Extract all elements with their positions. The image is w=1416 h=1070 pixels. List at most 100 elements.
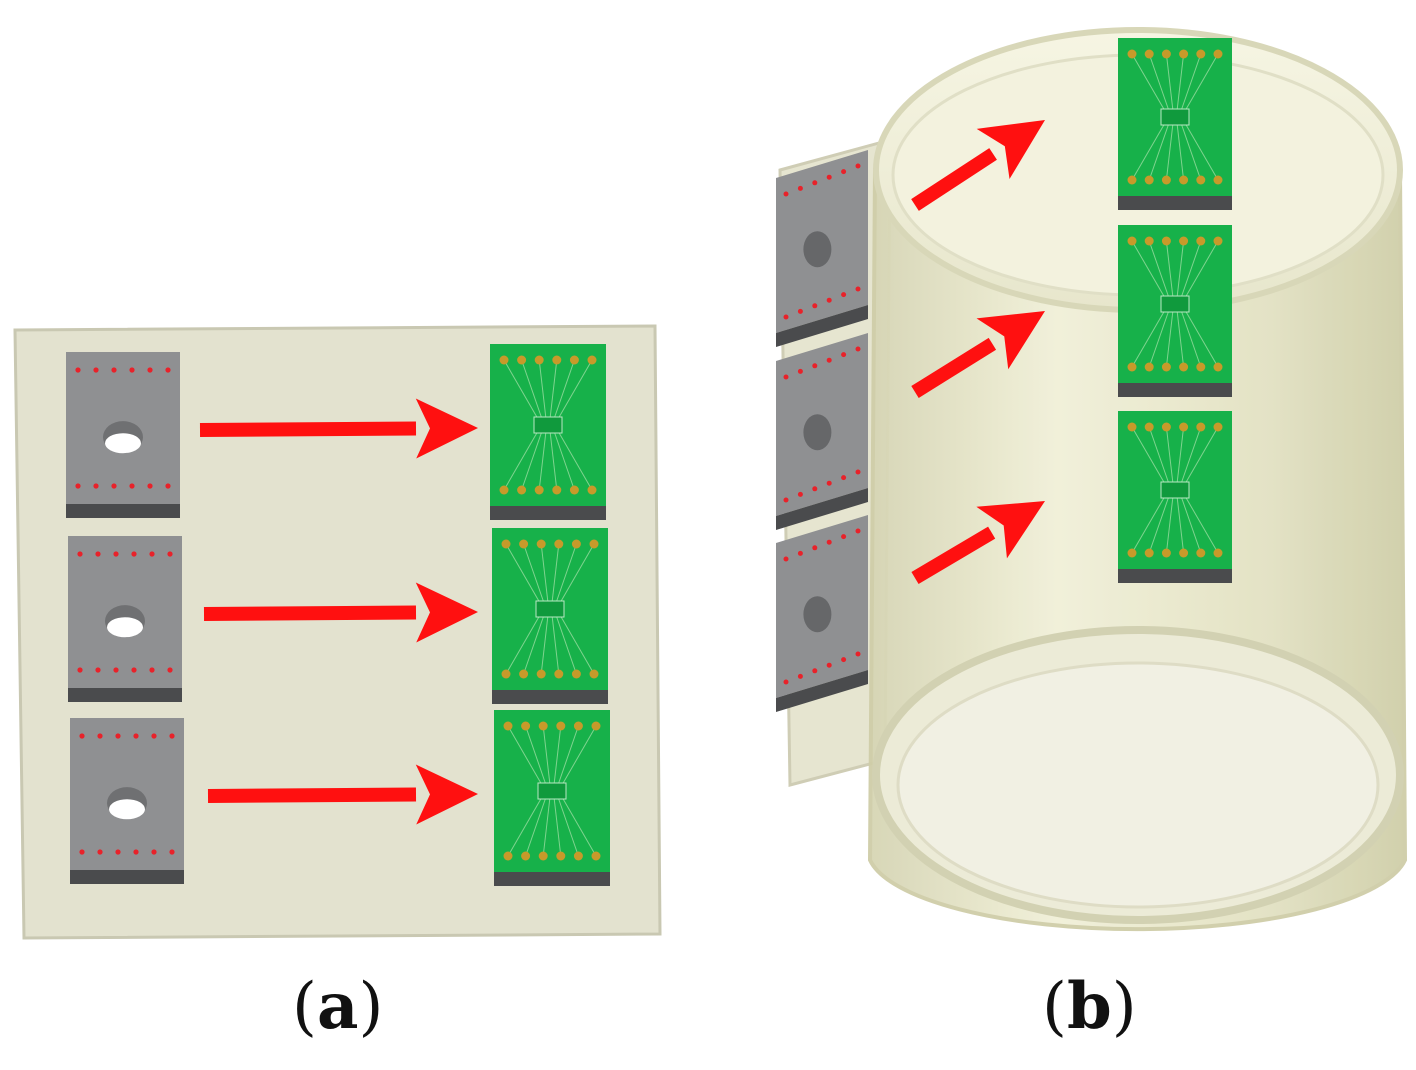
solder-pad	[569, 485, 579, 495]
electrode-dot	[826, 174, 832, 180]
board-trace	[553, 796, 562, 857]
circuit-board-cyl-2	[1118, 225, 1232, 397]
arrow-shaft	[911, 148, 997, 211]
solder-pad	[589, 669, 599, 679]
board-trace	[1165, 240, 1174, 299]
solder-pad	[1213, 49, 1223, 59]
cylinder-bottom-inner	[896, 661, 1380, 909]
solder-pad	[519, 669, 529, 679]
block-base	[776, 670, 868, 712]
board-trace	[505, 543, 541, 604]
board-trace	[1180, 309, 1202, 368]
circuit-board-cyl-3	[1118, 411, 1232, 583]
solder-pad	[503, 851, 513, 861]
board-trace	[557, 359, 593, 420]
solder-pad	[536, 539, 546, 549]
board-trace	[1184, 426, 1219, 485]
electrode-dot	[133, 733, 139, 739]
block-hole-floor	[105, 433, 141, 454]
board-chip	[1160, 295, 1190, 313]
block-group-flat	[66, 352, 184, 884]
transfer-arrow-2	[203, 582, 478, 643]
board-trace	[1131, 122, 1166, 181]
board-trace	[1148, 53, 1170, 112]
solder-pad	[1127, 422, 1137, 432]
solder-pad	[569, 355, 579, 365]
board-chip	[535, 600, 565, 618]
block-group-cylinder	[776, 150, 868, 712]
board-trace	[549, 430, 558, 491]
solder-pad	[501, 669, 511, 679]
block-base	[776, 488, 868, 530]
board-trace	[523, 543, 545, 604]
electrode-dot	[165, 367, 171, 373]
circuit-board-cyl-1	[1118, 38, 1232, 210]
board-trace	[559, 543, 595, 604]
solder-pad	[1179, 236, 1189, 246]
solder-pad	[1179, 49, 1189, 59]
solder-pad	[587, 355, 597, 365]
block-hole-floor	[109, 799, 145, 820]
solder-pad	[552, 355, 562, 365]
electrode-dot	[77, 551, 83, 557]
solder-pad	[1144, 548, 1154, 558]
board-trace	[553, 430, 575, 491]
electrode-dot	[841, 534, 847, 540]
electrode-dot	[149, 551, 155, 557]
caption-b: (b)	[1042, 969, 1137, 1044]
circuit-board-2	[492, 528, 608, 704]
electrode-dot	[783, 556, 789, 562]
board-trace	[551, 614, 560, 675]
electrode-dot	[855, 528, 861, 534]
board-chip	[533, 416, 563, 434]
board-trace	[1131, 240, 1166, 299]
electrode-dot	[783, 374, 789, 380]
board-trace	[1176, 426, 1185, 485]
block-hole	[803, 596, 832, 633]
electrode-dot	[855, 651, 861, 657]
electrode-dot	[797, 673, 803, 679]
electrode-dot	[75, 483, 81, 489]
electrode-dot	[841, 169, 847, 175]
solder-pad	[1179, 175, 1189, 185]
board-trace	[542, 725, 551, 786]
electrode-dot	[797, 185, 803, 191]
electrode-dot	[855, 163, 861, 169]
board-group-cylinder	[1118, 38, 1232, 583]
board-trace	[1176, 495, 1185, 554]
board-trace	[1148, 240, 1170, 299]
solder-pad	[591, 721, 601, 731]
board-trace	[507, 796, 543, 857]
block-hole	[803, 414, 832, 451]
board-trace	[1184, 122, 1219, 181]
electrode-dot	[151, 733, 157, 739]
board-trace	[542, 796, 551, 857]
electrode-dot	[826, 539, 832, 545]
solder-pad	[517, 355, 527, 365]
electrode-dot	[97, 849, 103, 855]
solder-pad	[521, 851, 531, 861]
board-trace	[505, 614, 541, 675]
electrode-dot	[93, 367, 99, 373]
solder-pad	[571, 669, 581, 679]
board-trace	[1148, 309, 1170, 368]
electrode-dot	[783, 191, 789, 197]
board-trace	[561, 796, 597, 857]
electrode-dot	[841, 657, 847, 663]
solder-pad	[1144, 236, 1154, 246]
solder-pad	[534, 485, 544, 495]
electrode-dot	[111, 367, 117, 373]
solder-pad	[1179, 422, 1189, 432]
solder-pad	[1144, 49, 1154, 59]
solder-pad	[1161, 548, 1171, 558]
electrode-dot	[812, 303, 818, 309]
arrow-head	[415, 582, 478, 643]
electrode-dot	[783, 679, 789, 685]
arrow-head	[976, 501, 1045, 559]
electrode-dot	[93, 483, 99, 489]
electrode-dot	[826, 297, 832, 303]
electrode-dot	[167, 667, 173, 673]
electrode-dot	[797, 308, 803, 314]
sensor-block-3	[70, 718, 184, 884]
